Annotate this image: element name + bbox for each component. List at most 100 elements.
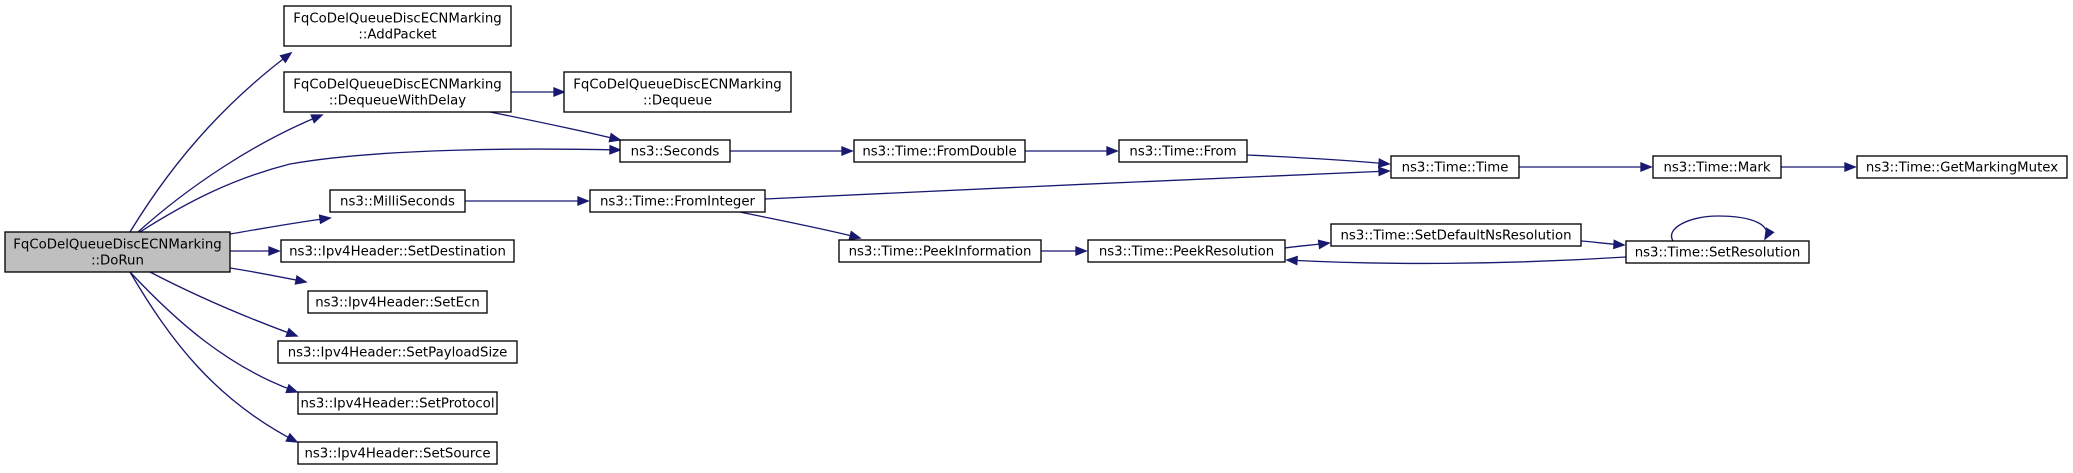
node-box[interactable] <box>1390 155 1520 179</box>
node-peekresolution[interactable]: ns3::Time::PeekResolution <box>1087 239 1286 263</box>
node-setpayloadsize[interactable]: ns3::Ipv4Header::SetPayloadSize <box>277 340 518 364</box>
edge-frominteger-to-peekinformation <box>739 211 862 241</box>
node-label-line: ::Dequeue <box>643 94 712 109</box>
node-frominteger[interactable]: ns3::Time::FromInteger <box>589 189 766 213</box>
node-box[interactable] <box>1625 240 1810 264</box>
arrowhead <box>1640 162 1653 172</box>
node-label-line: ns3::Time::SetResolution <box>1635 246 1801 261</box>
arrowhead <box>285 432 299 443</box>
node-setecn[interactable]: ns3::Ipv4Header::SetEcn <box>307 290 488 314</box>
arrowhead <box>1844 162 1857 172</box>
edge-line <box>229 267 307 283</box>
node-box[interactable] <box>619 139 731 163</box>
edge-line <box>764 170 1390 200</box>
arrowhead <box>285 383 299 394</box>
edge-line <box>137 114 323 233</box>
arrowhead <box>609 144 622 155</box>
edge-frominteger-to-time <box>764 166 1391 200</box>
edge-line <box>129 271 298 393</box>
arrowhead <box>279 51 293 64</box>
edges-layer <box>129 51 1857 443</box>
edge-line <box>1246 154 1390 165</box>
edge-line <box>139 148 621 233</box>
node-label-line: ns3::Time::GetMarkingMutex <box>1866 161 2058 176</box>
node-box[interactable] <box>589 189 766 213</box>
edge-peekresolution-to-setdefaultnsresolution <box>1284 239 1331 250</box>
node-mark[interactable]: ns3::Time::Mark <box>1652 155 1782 179</box>
edge-dequeuewithdelay-to-dequeue <box>511 87 566 97</box>
node-box[interactable] <box>1652 155 1782 179</box>
edge-time-to-mark <box>1519 162 1653 172</box>
edge-root-to-setdestination <box>230 246 281 256</box>
node-time[interactable]: ns3::Time::Time <box>1390 155 1520 179</box>
node-dequeuewithdelay[interactable]: FqCoDelQueueDiscECNMarking::DequeueWithD… <box>283 71 512 113</box>
edge-root-to-setprotocol <box>129 271 299 394</box>
node-box[interactable] <box>280 239 515 263</box>
arrowhead <box>553 87 566 97</box>
edge-setresolution-to-setresolution <box>1670 215 1775 242</box>
node-label-line: ns3::Time::SetDefaultNsResolution <box>1340 229 1571 244</box>
edge-root-to-milliseconds <box>229 214 332 235</box>
node-box[interactable] <box>283 5 512 47</box>
edge-setresolution-to-peekresolution <box>1285 255 1627 266</box>
node-label-line: ::DoRun <box>91 254 144 269</box>
node-box[interactable] <box>329 189 466 213</box>
arrowhead <box>577 196 590 206</box>
arrowhead <box>1377 158 1391 168</box>
edge-seconds-to-fromdouble <box>730 146 854 156</box>
node-label-line: ns3::Ipv4Header::SetEcn <box>315 296 480 311</box>
node-box[interactable] <box>1856 155 2068 179</box>
node-peekinformation[interactable]: ns3::Time::PeekInformation <box>838 239 1042 263</box>
node-box[interactable] <box>1330 223 1582 247</box>
node-label-line: ns3::Seconds <box>631 145 720 160</box>
node-dequeue[interactable]: FqCoDelQueueDiscECNMarking::Dequeue <box>563 71 792 113</box>
node-box[interactable] <box>283 71 512 113</box>
node-box[interactable] <box>1087 239 1286 263</box>
node-box[interactable] <box>853 139 1026 163</box>
arrowhead <box>268 246 281 256</box>
node-box[interactable] <box>4 231 231 273</box>
node-root[interactable]: FqCoDelQueueDiscECNMarking::DoRun <box>4 231 231 273</box>
edge-setdefaultnsresolution-to-setresolution <box>1580 239 1626 250</box>
edge-root-to-setecn <box>229 267 308 285</box>
arrowhead <box>1075 246 1088 256</box>
edge-line <box>1286 256 1627 265</box>
node-box[interactable] <box>297 391 498 415</box>
node-label-line: ns3::Time::Time <box>1402 161 1509 176</box>
node-label-line: ::AddPacket <box>358 28 436 43</box>
arrowhead <box>1378 166 1391 177</box>
node-box[interactable] <box>1118 139 1248 163</box>
edge-fromdouble-to-from <box>1025 146 1119 156</box>
arrowhead <box>318 214 332 225</box>
arrowhead <box>1106 146 1119 156</box>
node-box[interactable] <box>277 340 518 364</box>
edge-line <box>1670 215 1768 242</box>
node-box[interactable] <box>563 71 792 113</box>
node-seconds[interactable]: ns3::Seconds <box>619 139 731 163</box>
node-setdefaultnsresolution[interactable]: ns3::Time::SetDefaultNsResolution <box>1330 223 1582 247</box>
node-box[interactable] <box>307 290 488 314</box>
edge-root-to-addpacket <box>129 51 293 233</box>
node-milliseconds[interactable]: ns3::MilliSeconds <box>329 189 466 213</box>
node-setprotocol[interactable]: ns3::Ipv4Header::SetProtocol <box>297 391 498 415</box>
node-from[interactable]: ns3::Time::From <box>1118 139 1248 163</box>
node-addpacket[interactable]: FqCoDelQueueDiscECNMarking::AddPacket <box>283 5 512 47</box>
edge-root-to-setpayloadsize <box>149 271 299 338</box>
arrowhead <box>1317 239 1331 250</box>
node-setdestination[interactable]: ns3::Ipv4Header::SetDestination <box>280 239 515 263</box>
node-label-line: ns3::Time::FromDouble <box>862 145 1016 160</box>
node-label-line: ns3::Time::Mark <box>1663 161 1770 176</box>
edge-mark-to-getmarkingmutex <box>1781 162 1857 172</box>
node-box[interactable] <box>297 441 498 465</box>
node-label-line: ns3::Time::PeekResolution <box>1099 245 1274 260</box>
node-setresolution[interactable]: ns3::Time::SetResolution <box>1625 240 1810 264</box>
node-label-line: ns3::Time::FromInteger <box>600 195 756 210</box>
node-label-line: FqCoDelQueueDiscECNMarking <box>13 238 221 253</box>
arrowhead <box>841 146 854 156</box>
node-setsource[interactable]: ns3::Ipv4Header::SetSource <box>297 441 498 465</box>
arrowhead <box>294 275 308 285</box>
node-box[interactable] <box>838 239 1042 263</box>
node-getmarkingmutex[interactable]: ns3::Time::GetMarkingMutex <box>1856 155 2068 179</box>
node-fromdouble[interactable]: ns3::Time::FromDouble <box>853 139 1026 163</box>
